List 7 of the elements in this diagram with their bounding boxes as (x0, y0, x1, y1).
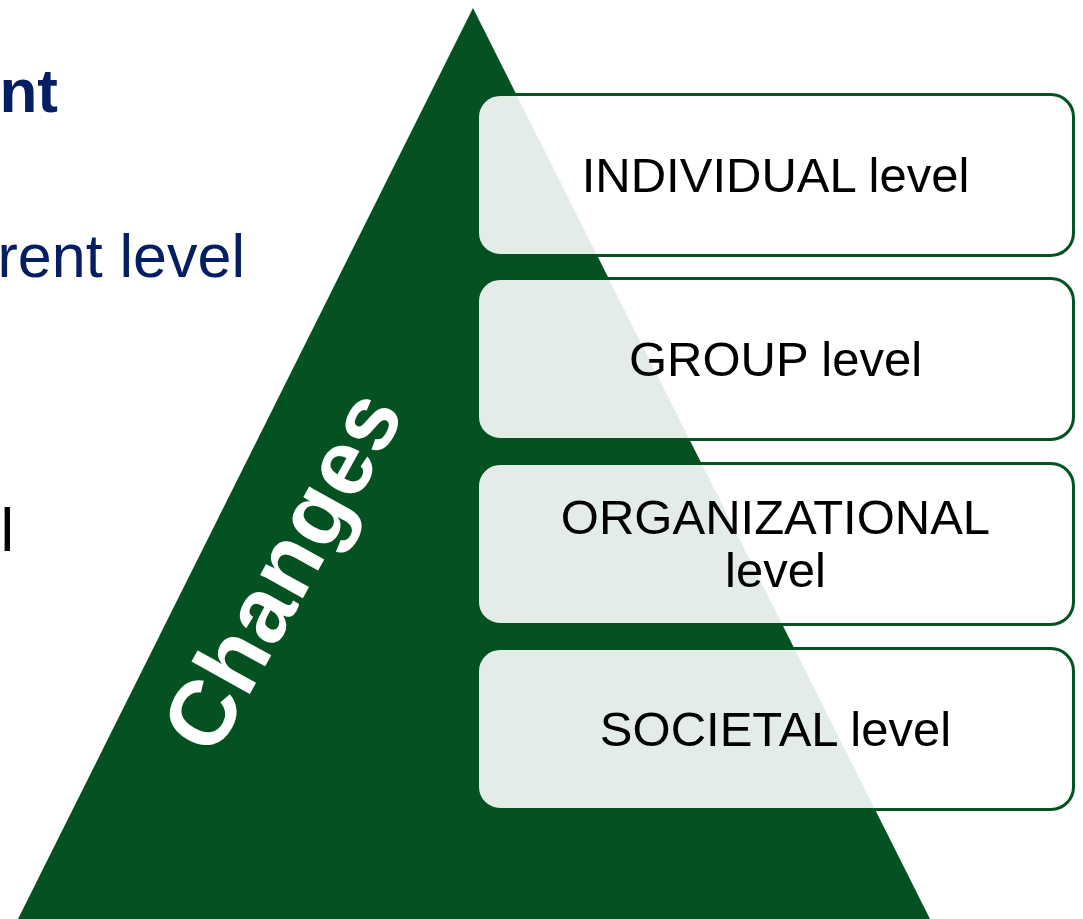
body-text: l (0, 500, 14, 561)
body-text: rent level (0, 226, 245, 287)
level-box: ORGANIZATIONAL level (476, 462, 1075, 626)
heading-text: nt (0, 60, 58, 122)
level-box: GROUP level (476, 277, 1075, 441)
level-box: SOCIETAL level (476, 647, 1075, 811)
level-box: INDIVIDUAL level (476, 93, 1075, 257)
